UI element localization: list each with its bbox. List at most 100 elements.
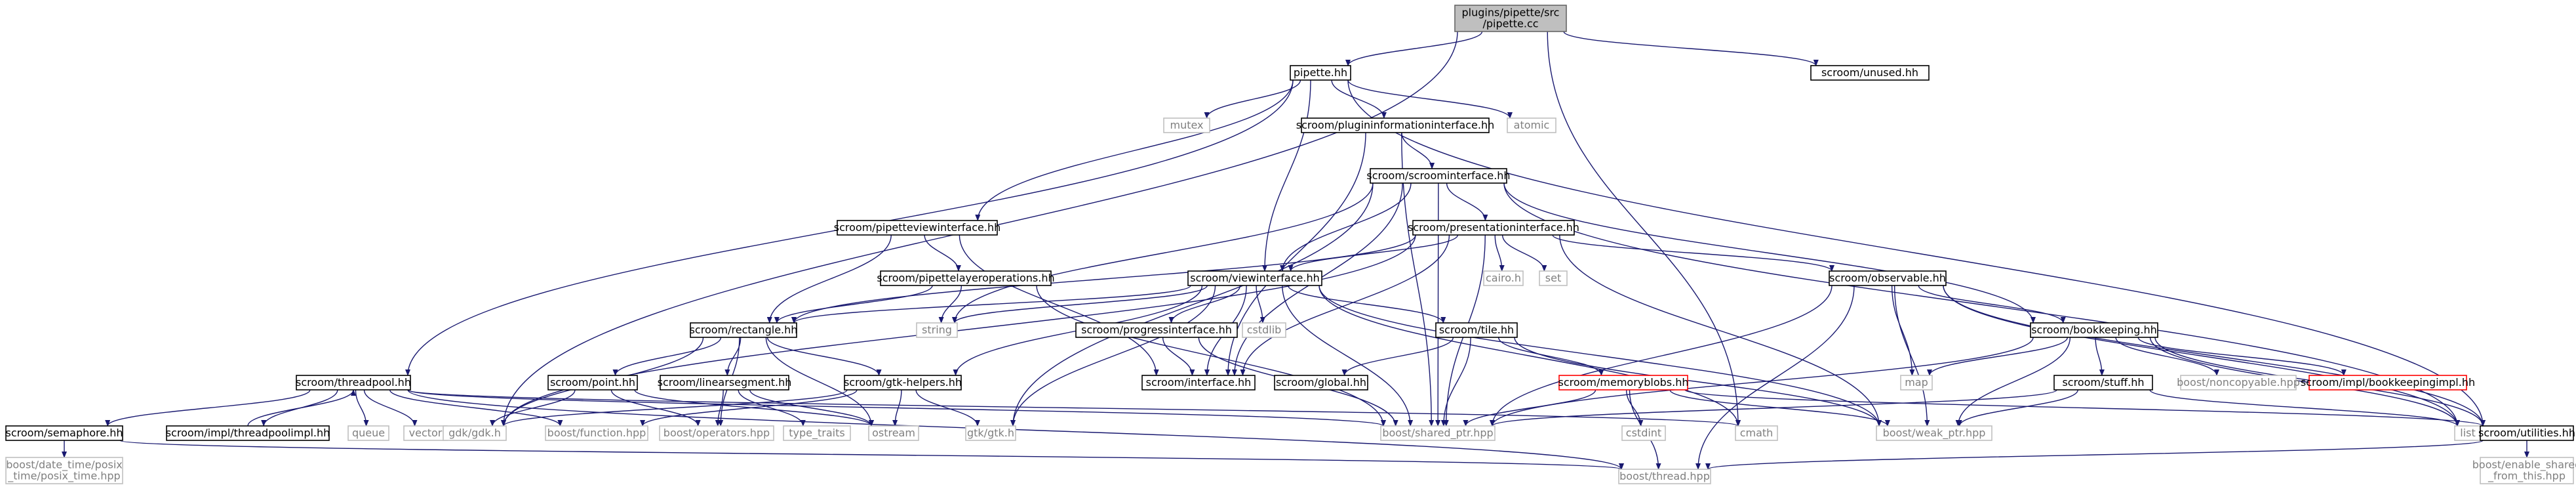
graph-node-root[interactable]: plugins/pipette/src/pipette.cc: [1454, 5, 1567, 32]
graph-node-viewif[interactable]: scroom/viewinterface.hh: [1187, 270, 1322, 286]
edge-observable-to-weakptr: [1893, 285, 1930, 427]
graph-node-unused[interactable]: scroom/unused.hh: [1810, 65, 1930, 81]
node-label: scroom/pipetteviewinterface.hh: [834, 221, 1001, 234]
node-label: boost/weak_ptr.hpp: [1883, 427, 1986, 440]
node-box: [2053, 375, 2153, 390]
graph-node-observable[interactable]: scroom/observable.hh: [1829, 270, 1947, 286]
edge-viewif-to-rectangle: [791, 285, 1191, 324]
graph-node-gtkhelpers[interactable]: scroom/gtk-helpers.hh: [844, 375, 962, 390]
edge-bookkeeping-to-noncopyable: [2115, 337, 2219, 376]
edge-scroomif-to-viewif: [1280, 182, 1412, 272]
edge-tile-to-sharedptr: [1440, 337, 1471, 427]
graph-node-point[interactable]: scroom/point.hh: [547, 375, 638, 390]
node-box: [965, 425, 1016, 441]
node-label: scroom/memoryblobs.hh: [1558, 376, 1688, 389]
graph-node-linesegment[interactable]: scroom/linearsegment.hh: [658, 375, 792, 390]
graph-node-rectangle[interactable]: scroom/rectangle.hh: [690, 322, 798, 338]
edge-stuff-to-weakptr: [1956, 389, 2078, 427]
node-label: cstdlib: [1247, 324, 1282, 336]
edge-observable-to-bookkeeping: [1918, 285, 2066, 324]
node-box: [1274, 375, 1368, 390]
graph-node-gtk: gtk/gtk.h: [965, 425, 1016, 441]
edge-bookkeeping-to-bkimpl: [2137, 337, 2347, 376]
edge-presentation-to-viewif: [1288, 234, 1459, 272]
node-label: cairo.h: [1486, 272, 1521, 284]
graph-node-cairo: cairo.h: [1483, 270, 1524, 286]
graph-node-interface[interactable]: scroom/interface.hh: [1141, 375, 1256, 390]
node-layer: plugins/pipette/src/pipette.cc pipette.hh…: [5, 5, 2576, 484]
node-box: [296, 375, 411, 390]
graph-node-cmath: cmath: [1735, 425, 1778, 441]
node-box: [1141, 375, 1256, 390]
edge-rectangle-to-linesegment: [724, 337, 742, 376]
edge-presentation-to-rectangle: [791, 234, 1416, 324]
graph-node-tpimpl[interactable]: scroom/impl/threadpoolimpl.hh: [166, 425, 330, 441]
graph-node-mutex: mutex: [1163, 117, 1210, 133]
edge-rectangle-to-gtkhelpers: [766, 337, 882, 376]
graph-node-semaphore[interactable]: scroom/semaphore.hh: [5, 425, 123, 441]
node-label: scroom/impl/threadpoolimpl.hh: [166, 427, 330, 439]
node-label: scroom/utilities.hh: [2478, 427, 2575, 439]
graph-node-pipette-hh[interactable]: pipette.hh: [1290, 65, 1351, 81]
graph-node-presentation[interactable]: scroom/presentationinterface.hh: [1408, 220, 1579, 236]
node-box: [2180, 375, 2297, 390]
edge-bookkeeping-to-list: [2149, 337, 2460, 427]
edge-tpimpl-to-threadpool: [247, 389, 356, 427]
graph-node-utilities[interactable]: scroom/utilities.hh: [2478, 425, 2575, 441]
node-box: [2480, 425, 2574, 441]
node-label: scroom/progressinterface.hh: [1081, 324, 1232, 336]
graph-node-memblobs[interactable]: scroom/memoryblobs.hh: [1558, 375, 1689, 390]
edge-threadpool-to-cmath: [407, 389, 1741, 427]
graph-node-bkimpl[interactable]: scroom/impl/bookkeepingimpl.hh: [2301, 375, 2475, 390]
node-label: scroom/pipettelayeroperations.hh: [877, 272, 1054, 284]
edge-tile-to-global: [1341, 337, 1454, 376]
graph-node-plugininfo[interactable]: scroom/plugininformationinterface.hh: [1296, 117, 1494, 133]
node-box: [1163, 117, 1210, 133]
graph-node-progress[interactable]: scroom/progressinterface.hh: [1075, 322, 1238, 338]
graph-node-weakptr: boost/weak_ptr.hpp: [1876, 425, 1992, 441]
node-label: queue: [352, 427, 385, 439]
edge-plugininfo-to-interface: [1225, 132, 1366, 376]
graph-node-stuff[interactable]: scroom/stuff.hh: [2053, 375, 2153, 390]
node-label: scroom/tile.hh: [1439, 324, 1514, 336]
edge-layer: [62, 31, 2529, 470]
edge-observable-to-thread: [1695, 285, 1855, 470]
edge-threadpool-to-semaphore: [105, 389, 311, 427]
node-box: [1370, 168, 1507, 184]
graph-node-pipettelayer[interactable]: scroom/pipettelayeroperations.hh: [877, 270, 1055, 286]
graph-node-tile[interactable]: scroom/tile.hh: [1435, 322, 1518, 338]
graph-node-pipetteview[interactable]: scroom/pipetteviewinterface.hh: [834, 220, 1001, 236]
node-box: [1558, 375, 1688, 390]
node-box: [1876, 425, 1992, 441]
graph-node-enableshared: boost/enable_shared_from_this.hpp: [2472, 457, 2576, 484]
graph-node-global[interactable]: scroom/global.hh: [1274, 375, 1368, 390]
edge-viewif-to-sharedptr: [1282, 285, 1414, 427]
edge-viewif-to-string: [952, 285, 1208, 324]
node-label: scroom/presentationinterface.hh: [1408, 221, 1579, 234]
node-label: scroom/rectangle.hh: [690, 324, 798, 336]
node-label: vector: [409, 427, 443, 439]
edge-threadpool-to-vector: [363, 389, 418, 427]
edge-scroomif-to-presentation: [1446, 182, 1488, 221]
graph-node-threadpool[interactable]: scroom/threadpool.hh: [296, 375, 411, 390]
edge-memblobs-to-cstdint: [1625, 389, 1644, 427]
node-box: [545, 425, 648, 441]
graph-node-sharedptr: boost/shared_ptr.hpp: [1380, 425, 1496, 441]
graph-node-cstdint: cstdint: [1621, 425, 1666, 441]
edge-semaphore-to-thread: [119, 440, 1623, 470]
node-box: [690, 322, 797, 338]
node-label: mutex: [1170, 119, 1203, 131]
edge-pipette-hh-to-viewif: [1262, 79, 1311, 272]
node-box: [868, 425, 919, 441]
node-box: [547, 375, 638, 390]
graph-node-list: list: [2454, 425, 2482, 441]
node-label: boost/shared_ptr.hpp: [1382, 427, 1493, 440]
graph-node-bookkeeping[interactable]: scroom/bookkeeping.hh: [2030, 322, 2158, 338]
node-label: scroom/global.hh: [1276, 376, 1366, 389]
edge-root-to-unused: [1563, 31, 1819, 66]
edge-pipetteview-to-pipettelayer: [924, 234, 961, 272]
edge-pipette-hh-to-atomic: [1347, 79, 1513, 119]
graph-node-scroomif[interactable]: scroom/scroominterface.hh: [1366, 168, 1511, 184]
edge-linesegment-to-ostream: [749, 389, 874, 427]
